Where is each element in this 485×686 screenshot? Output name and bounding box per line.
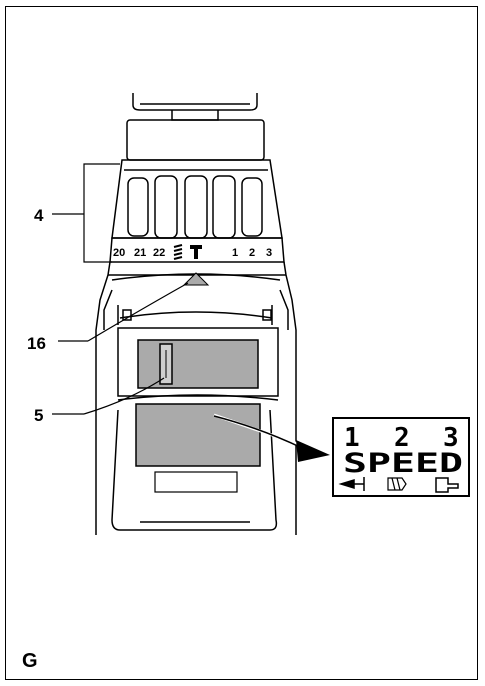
callout-16-label: 16: [27, 334, 46, 353]
torque-mark-21: 21: [134, 247, 146, 259]
torque-mark-22: 22: [153, 247, 165, 259]
hammer-mode-icon: [435, 477, 459, 493]
figure-frame: [5, 6, 478, 680]
speed-number-2: 2: [394, 423, 410, 453]
speed-number-1: 1: [344, 423, 360, 453]
indicator-triangle: [182, 272, 210, 286]
vent-slot: [154, 471, 238, 493]
screw-icon: [338, 477, 365, 491]
speed-label-area: [135, 403, 261, 467]
speed-word: SPEED: [343, 448, 463, 479]
torque-ring: 20 21 22 1 2 3: [109, 237, 285, 263]
torque-mark-3: 3: [266, 247, 272, 259]
drill-housing: [95, 261, 297, 535]
speed-number-3: 3: [443, 423, 459, 453]
callout-4-label: 4: [34, 206, 44, 225]
chuck-top: [126, 93, 265, 161]
callout-4: 4: [34, 163, 120, 263]
chuck-sleeve: [111, 159, 283, 239]
hammer-icon: [190, 245, 202, 259]
drill-bit-icon: [387, 477, 407, 491]
figure-label: G: [22, 650, 38, 672]
callout-5-label: 5: [34, 406, 43, 425]
torque-mark-1: 1: [232, 247, 238, 259]
torque-mark-2: 2: [249, 247, 255, 259]
speed-label-inset: 1 2 3 SPEED: [332, 417, 470, 497]
drill-icon: [173, 244, 183, 260]
pointer-arrow: [213, 413, 330, 462]
gear-selector-window: [137, 339, 259, 389]
callout-16: 16: [27, 282, 189, 353]
torque-mark-20: 20: [113, 247, 125, 259]
callout-5: 5: [34, 377, 165, 425]
